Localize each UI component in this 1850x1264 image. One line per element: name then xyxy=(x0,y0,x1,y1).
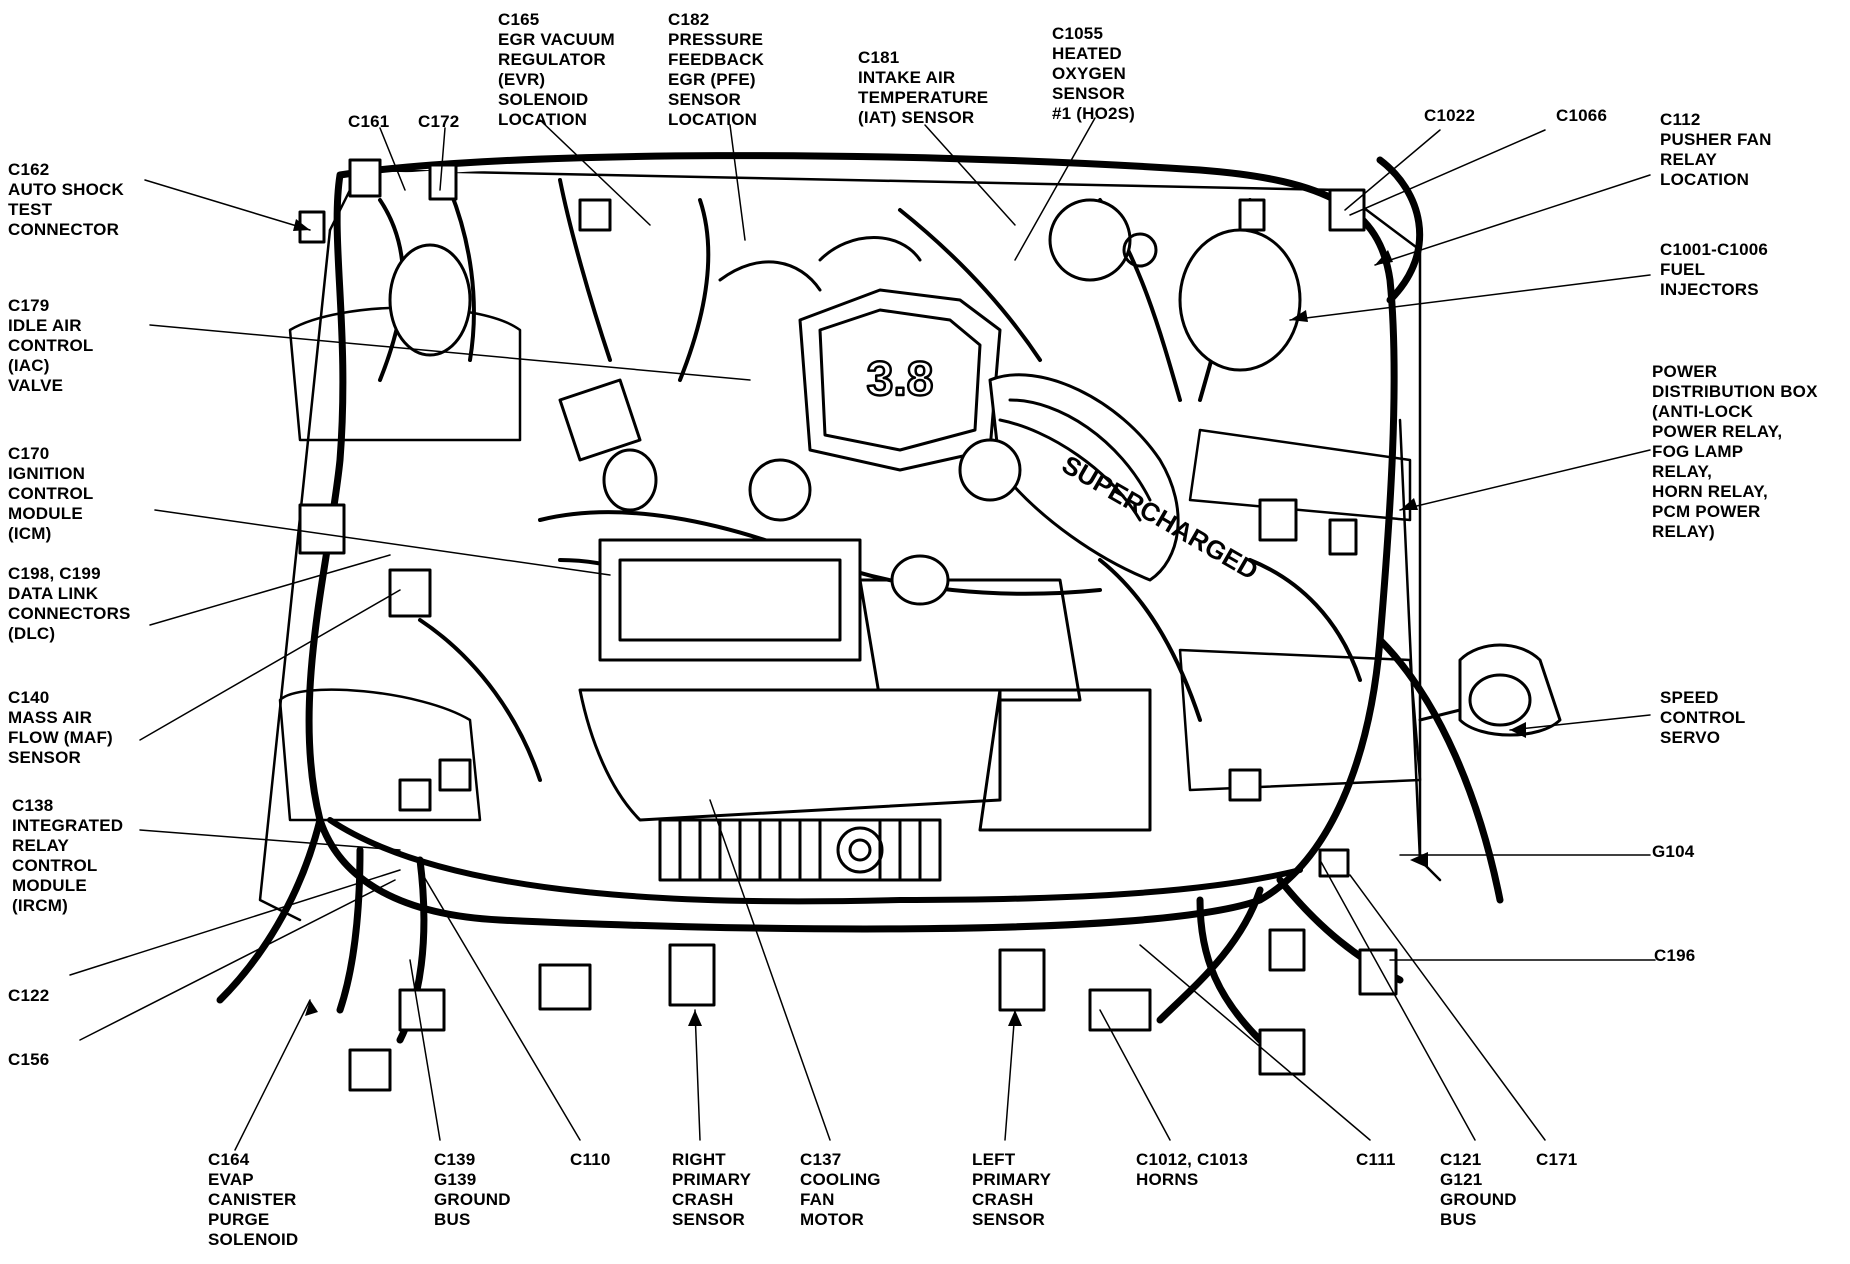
label-c181: C181 INTAKE AIR TEMPERATURE (IAT) SENSOR xyxy=(858,48,989,127)
label-c111: C111 xyxy=(1356,1150,1396,1169)
label-c162: C162 AUTO SHOCK TEST CONNECTOR xyxy=(8,160,124,239)
label-right-primary-crash-sensor: RIGHT PRIMARY CRASH SENSOR xyxy=(672,1150,752,1229)
label-c1066: C1066 xyxy=(1556,106,1608,125)
label-c156: C156 xyxy=(8,1050,50,1069)
label-c198: C198, C199 DATA LINK CONNECTORS (DLC) xyxy=(8,564,131,643)
label-c161: C161 xyxy=(348,112,390,131)
label-c140: C140 MASS AIR FLOW (MAF) SENSOR xyxy=(8,688,113,767)
engine-block xyxy=(578,236,1180,882)
label-c1022: C1022 xyxy=(1424,106,1476,125)
label-c196: C196 xyxy=(1654,946,1696,965)
label-c138: C138 INTEGRATED RELAY CONTROL MODULE (IR… xyxy=(12,796,124,915)
label-c164: C164 EVAP CANISTER PURGE SOLENOID xyxy=(208,1150,299,1249)
label-c110: C110 xyxy=(570,1150,611,1169)
label-c182: C182 PRESSURE FEEDBACK EGR (PFE) SENSOR … xyxy=(668,10,765,129)
label-c1001: C1001-C1006 FUEL INJECTORS xyxy=(1660,240,1769,299)
leader-lines xyxy=(69,117,1656,1151)
label-c121: C121 G121 GROUND BUS xyxy=(1440,1150,1517,1229)
label-c112: C112 PUSHER FAN RELAY LOCATION xyxy=(1660,110,1772,189)
label-c1055: C1055 HEATED OXYGEN SENSOR #1 (HO2S) xyxy=(1052,24,1136,123)
label-c171: C171 xyxy=(1536,1150,1578,1169)
label-c1012: C1012, C1013 HORNS xyxy=(1136,1150,1249,1189)
label-c172: C172 xyxy=(418,112,460,131)
engine-badge: 3.8 xyxy=(867,353,934,406)
label-c122: C122 xyxy=(8,986,50,1005)
label-c170: C170 IGNITION CONTROL MODULE (ICM) xyxy=(8,444,94,543)
label-left-primary-crash-sensor: LEFT PRIMARY CRASH SENSOR xyxy=(972,1150,1052,1229)
label-c165: C165 EGR VACUUM REGULATOR (EVR) SOLENOID… xyxy=(498,10,615,129)
label-g104: G104 xyxy=(1652,842,1695,861)
label-c139: C139 G139 GROUND BUS xyxy=(434,1150,511,1229)
label-speed-control-servo: SPEED CONTROL SERVO xyxy=(1660,688,1746,747)
engine-components xyxy=(388,198,1562,737)
label-c179: C179 IDLE AIR CONTROL (IAC) VALVE xyxy=(8,296,94,395)
arrowheads xyxy=(293,219,1526,1026)
label-c137: C137 COOLING FAN MOTOR xyxy=(800,1150,881,1229)
label-pdb: POWER DISTRIBUTION BOX (ANTI-LOCK POWER … xyxy=(1652,362,1818,541)
